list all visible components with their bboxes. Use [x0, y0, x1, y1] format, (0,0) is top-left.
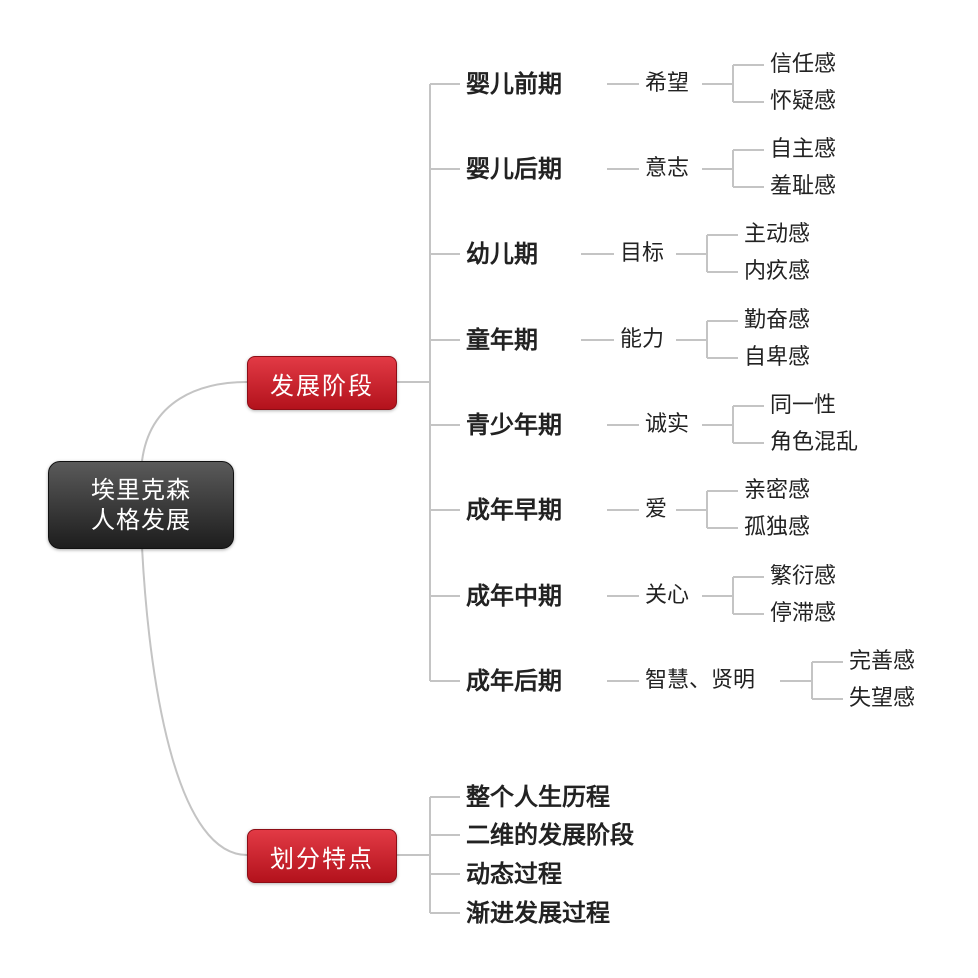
stage-outcome-positive[interactable]: 完善感: [849, 649, 916, 674]
stage-name[interactable]: 成年中期: [466, 581, 562, 610]
stage-outcome-positive[interactable]: 亲密感: [744, 478, 811, 503]
connector-outcomes-1: [702, 64, 764, 103]
stage-name[interactable]: 婴儿后期: [466, 154, 562, 183]
stage-outcome-positive[interactable]: 自主感: [770, 137, 837, 162]
connector-outcomes-5: [702, 405, 764, 444]
stage-name[interactable]: 成年早期: [466, 495, 562, 524]
branch-label-stages: 发展阶段: [270, 371, 374, 400]
connector-features-trunk: [395, 797, 431, 913]
root-label-line-1: 埃里克森: [91, 476, 191, 504]
stage-virtue[interactable]: 诚实: [645, 412, 690, 437]
root-label: 埃里克森 人格发展: [91, 475, 191, 535]
stage-outcome-positive[interactable]: 勤奋感: [744, 308, 811, 333]
stage-name[interactable]: 成年后期: [466, 666, 562, 695]
stage-name[interactable]: 青少年期: [466, 410, 562, 439]
stage-outcome-negative[interactable]: 孤独感: [744, 515, 811, 540]
stage-virtue[interactable]: 关心: [645, 583, 690, 608]
stage-outcome-negative[interactable]: 怀疑感: [770, 89, 837, 114]
feature-item[interactable]: 整个人生历程: [466, 782, 610, 811]
root-node[interactable]: 埃里克森 人格发展: [48, 461, 234, 549]
connector-outcomes-4: [676, 320, 738, 359]
connector-stages-trunk: [395, 84, 431, 681]
feature-item[interactable]: 动态过程: [466, 859, 562, 888]
branch-node-features[interactable]: 划分特点: [247, 829, 397, 883]
stage-outcome-negative[interactable]: 羞耻感: [770, 174, 837, 199]
connector-outcomes-6: [676, 490, 738, 529]
stage-name[interactable]: 婴儿前期: [466, 69, 562, 98]
stage-virtue[interactable]: 目标: [620, 241, 665, 266]
stage-virtue[interactable]: 能力: [620, 327, 665, 352]
stage-outcome-negative[interactable]: 停滞感: [770, 601, 837, 626]
connector-root-to-stages: [141, 381, 248, 462]
feature-item[interactable]: 二维的发展阶段: [466, 820, 634, 849]
stage-outcome-positive[interactable]: 信任感: [770, 52, 837, 77]
stage-name[interactable]: 幼儿期: [466, 239, 538, 268]
connector-outcomes-7: [702, 576, 764, 615]
connector-outcomes-8: [780, 661, 843, 700]
branch-node-stages[interactable]: 发展阶段: [247, 356, 397, 410]
connector-outcomes-3: [676, 234, 738, 273]
stage-outcome-negative[interactable]: 自卑感: [744, 345, 811, 370]
stage-name[interactable]: 童年期: [466, 325, 538, 354]
stage-outcome-positive[interactable]: 主动感: [744, 222, 811, 247]
branch-label-features: 划分特点: [270, 844, 374, 873]
stage-virtue[interactable]: 爱: [645, 497, 668, 522]
stage-outcome-negative[interactable]: 内疚感: [744, 259, 811, 284]
stage-outcome-negative[interactable]: 失望感: [849, 686, 916, 711]
stage-virtue[interactable]: 智慧、贤明: [645, 668, 756, 693]
stage-outcome-positive[interactable]: 繁衍感: [770, 564, 837, 589]
stage-virtue[interactable]: 希望: [645, 71, 690, 96]
stage-outcome-negative[interactable]: 角色混乱: [770, 430, 859, 455]
root-label-line-2: 人格发展: [91, 506, 191, 534]
stage-outcome-positive[interactable]: 同一性: [770, 393, 837, 418]
connector-root-to-features: [141, 546, 248, 856]
stage-virtue[interactable]: 意志: [645, 156, 690, 181]
feature-item[interactable]: 渐进发展过程: [466, 898, 610, 927]
connector-outcomes-2: [702, 149, 764, 188]
